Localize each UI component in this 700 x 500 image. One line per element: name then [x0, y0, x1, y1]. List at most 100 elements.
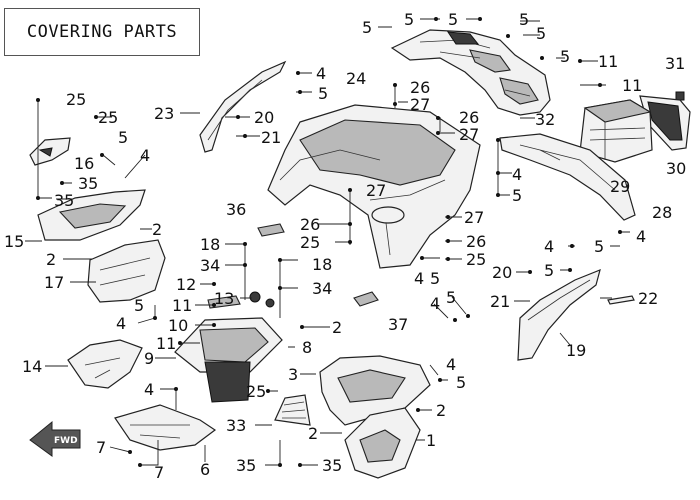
callout-1: 1 — [426, 431, 436, 450]
part-screw-31 — [675, 91, 685, 101]
callout-4: 4 — [414, 269, 424, 288]
callout-35: 35 — [54, 191, 74, 210]
callout-11: 11 — [598, 52, 618, 71]
callout-35: 35 — [78, 174, 98, 193]
callout-6: 6 — [200, 460, 210, 479]
callout-11: 11 — [172, 296, 192, 315]
forward-arrow-icon: FWD — [29, 420, 81, 457]
callout-31: 31 — [665, 54, 685, 73]
callout-7: 7 — [154, 463, 164, 482]
callout-5: 5 — [448, 10, 458, 29]
part-foot-rest — [274, 394, 311, 426]
callout-34: 34 — [200, 256, 220, 275]
callout-14: 14 — [22, 357, 42, 376]
callout-20: 20 — [492, 263, 512, 282]
part-front-fender-side — [87, 239, 166, 303]
callout-5: 5 — [512, 186, 522, 205]
callout-2: 2 — [436, 401, 446, 420]
callout-5: 5 — [318, 84, 328, 103]
callout-15: 15 — [4, 232, 24, 251]
part-rear-mudflap — [517, 268, 601, 361]
callout-3: 3 — [288, 365, 298, 384]
callout-5: 5 — [134, 296, 144, 315]
callout-5: 5 — [544, 261, 554, 280]
callout-4: 4 — [430, 294, 440, 313]
callout-5: 5 — [519, 10, 529, 29]
callout-5: 5 — [536, 24, 546, 43]
callout-4: 4 — [446, 355, 456, 374]
callout-25: 25 — [300, 233, 320, 252]
part-storage-box — [579, 99, 653, 163]
part-front-bracket — [114, 404, 217, 451]
callout-25: 25 — [98, 108, 118, 127]
callout-27: 27 — [366, 181, 386, 200]
callout-21: 21 — [261, 128, 281, 147]
callout-12: 12 — [176, 275, 196, 294]
callout-26: 26 — [410, 78, 430, 97]
part-front-panel — [344, 407, 421, 479]
callout-13: 13 — [214, 289, 234, 308]
callout-5: 5 — [446, 288, 456, 307]
callout-21: 21 — [490, 292, 510, 311]
callout-32: 32 — [535, 110, 555, 129]
callout-9: 9 — [144, 349, 154, 368]
callout-25: 25 — [66, 90, 86, 109]
part-side-rail — [499, 133, 636, 221]
title-box: COVERING PARTS — [4, 8, 200, 56]
callout-18: 18 — [312, 255, 332, 274]
callout-labels: 5 5 5 5 5 5 11 31 11 25 25 23 20 21 4 5 … — [4, 10, 686, 482]
forward-label: FWD — [54, 436, 78, 446]
callout-25: 25 — [246, 382, 266, 401]
callout-dots — [36, 17, 622, 467]
callout-11: 11 — [156, 334, 176, 353]
callout-5: 5 — [118, 128, 128, 147]
callout-5: 5 — [560, 47, 570, 66]
callout-25: 25 — [466, 250, 486, 269]
callout-4: 4 — [140, 146, 150, 165]
callout-4: 4 — [544, 237, 554, 256]
callout-4: 4 — [316, 64, 326, 83]
callout-10: 10 — [168, 316, 188, 335]
callout-23: 23 — [154, 104, 174, 123]
callout-4: 4 — [512, 165, 522, 184]
callout-29: 29 — [610, 177, 630, 196]
callout-4: 4 — [116, 314, 126, 333]
callout-30: 30 — [666, 159, 686, 178]
callout-2: 2 — [46, 250, 56, 269]
callout-5: 5 — [404, 10, 414, 29]
callout-4: 4 — [636, 227, 646, 246]
callout-11: 11 — [622, 76, 642, 95]
callout-20: 20 — [254, 108, 274, 127]
callout-35: 35 — [236, 456, 256, 475]
callout-7: 7 — [96, 438, 106, 457]
callout-5: 5 — [430, 269, 440, 288]
callout-17: 17 — [44, 273, 64, 292]
callout-27: 27 — [459, 125, 479, 144]
callout-37: 37 — [388, 315, 408, 334]
callout-22: 22 — [638, 289, 658, 308]
callout-5: 5 — [456, 373, 466, 392]
part-clip-36 — [257, 223, 285, 237]
callout-16: 16 — [74, 154, 94, 173]
part-rear-rack — [390, 29, 551, 116]
part-clip-37 — [353, 291, 379, 307]
part-rear-fender — [267, 104, 481, 269]
callout-34: 34 — [312, 279, 332, 298]
part-center-box — [174, 291, 283, 403]
callout-26: 26 — [459, 108, 479, 127]
callout-2: 2 — [152, 220, 162, 239]
diagram-title: COVERING PARTS — [26, 22, 178, 42]
callout-27: 27 — [410, 95, 430, 114]
callout-18: 18 — [200, 235, 220, 254]
callout-2: 2 — [332, 318, 342, 337]
callout-4: 4 — [144, 380, 154, 399]
part-front-lower-cover — [37, 189, 146, 241]
callout-2: 2 — [308, 424, 318, 443]
callout-28: 28 — [652, 203, 672, 222]
part-front-mudguard — [67, 339, 143, 389]
callout-5: 5 — [362, 18, 372, 37]
part-side-strip — [199, 60, 287, 153]
callout-26: 26 — [300, 215, 320, 234]
callout-8: 8 — [302, 338, 312, 357]
